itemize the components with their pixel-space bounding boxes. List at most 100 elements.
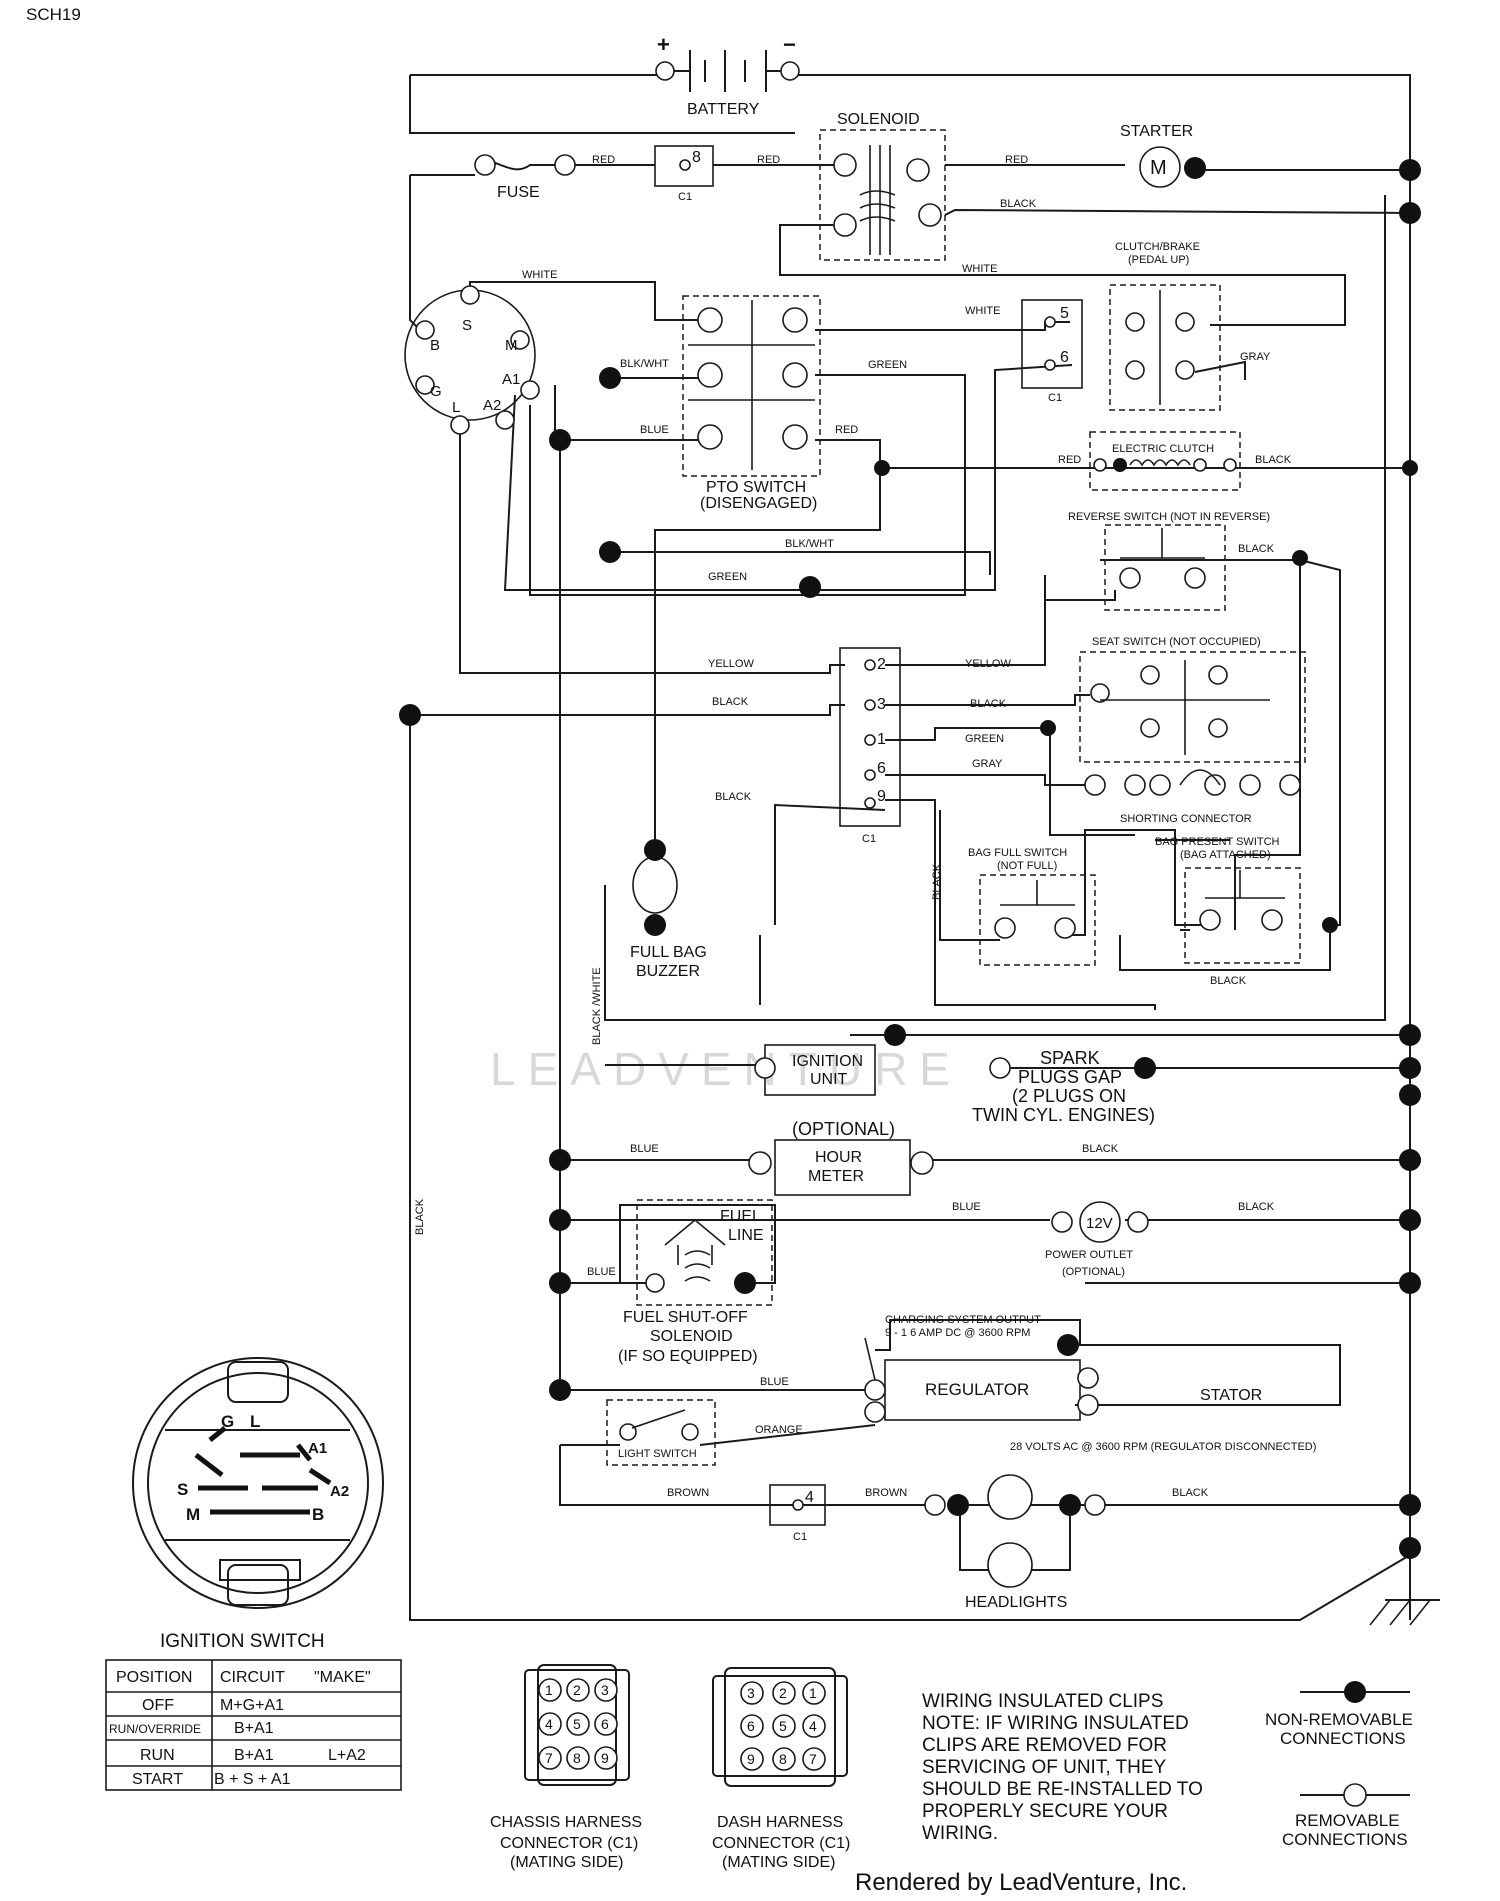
svg-text:GRAY: GRAY (972, 758, 1003, 770)
solenoid: SOLENOID (819, 111, 946, 261)
c1-main-block: 2 3 1 6 9 C1 (839, 647, 901, 845)
svg-text:1: 1 (809, 1685, 817, 1701)
light-switch: LIGHT SWITCH (606, 1399, 716, 1466)
svg-text:RUN/OVERRIDE: RUN/OVERRIDE (109, 1722, 201, 1736)
svg-text:G: G (430, 383, 442, 400)
svg-text:S: S (177, 1480, 188, 1499)
svg-text:YELLOW: YELLOW (965, 658, 1011, 670)
svg-text:B+A1: B+A1 (234, 1747, 274, 1764)
svg-text:(IF SO EQUIPPED): (IF SO EQUIPPED) (618, 1348, 758, 1365)
svg-text:BLACK: BLACK (715, 791, 752, 803)
svg-text:BLUE: BLUE (952, 1201, 981, 1213)
svg-text:IGNITION: IGNITION (792, 1053, 863, 1070)
svg-text:M: M (505, 337, 518, 354)
svg-text:(OPTIONAL): (OPTIONAL) (792, 1119, 895, 1139)
svg-text:1: 1 (877, 731, 886, 748)
svg-text:BLACK: BLACK (970, 698, 1007, 710)
svg-text:BLACK: BLACK (1000, 198, 1037, 210)
fuel-shutoff-solenoid: FUEL LINE FUEL SHUT-OFF SOLENOID (IF SO … (618, 1199, 773, 1365)
page-code: SCH19 (26, 5, 81, 24)
ignition-switch-title: IGNITION SWITCH (160, 1631, 325, 1652)
svg-text:TWIN CYL. ENGINES): TWIN CYL. ENGINES) (972, 1105, 1155, 1125)
svg-text:2: 2 (877, 656, 886, 673)
dash-harness-connector: 3 2 1 6 5 4 9 8 7 DASH HARNESS CONNECTOR… (712, 1667, 850, 1871)
svg-text:LIGHT SWITCH: LIGHT SWITCH (618, 1448, 697, 1460)
svg-text:2: 2 (573, 1682, 581, 1698)
c1-pin4: 4 C1 (769, 1484, 826, 1543)
hour-meter: (OPTIONAL) HOUR METER (748, 1119, 934, 1196)
stator: STATOR 28 VOLTS AC @ 3600 RPM (REGULATOR… (1010, 1387, 1316, 1453)
svg-text:POSITION: POSITION (116, 1669, 192, 1686)
svg-text:BLACK: BLACK (414, 1198, 426, 1235)
svg-text:L: L (452, 399, 460, 416)
svg-text:(MATING SIDE): (MATING SIDE) (722, 1854, 835, 1871)
svg-text:FUEL: FUEL (720, 1208, 761, 1225)
ground-symbol (1369, 1599, 1440, 1626)
bag-full-switch: BAG FULL SWITCH (NOT FULL) (968, 847, 1096, 966)
svg-text:ORANGE: ORANGE (755, 1424, 803, 1436)
svg-text:C1: C1 (1048, 392, 1062, 404)
svg-text:A1: A1 (308, 1440, 327, 1457)
ignition-switch-face: G L A1 S A2 M B IGNITION SWITCH (132, 1357, 384, 1652)
connection-legend: NON-REMOVABLE CONNECTIONS REMOVABLE CONN… (1265, 1681, 1413, 1849)
svg-text:8: 8 (692, 149, 701, 166)
battery-label: BATTERY (687, 101, 760, 118)
svg-text:B+A1: B+A1 (234, 1720, 274, 1737)
svg-text:7: 7 (545, 1750, 553, 1766)
svg-text:GRAY: GRAY (1240, 351, 1271, 363)
starter-label: STARTER (1120, 123, 1193, 140)
svg-text:LINE: LINE (728, 1227, 764, 1244)
svg-text:WIRING INSULATED CLIPS: WIRING INSULATED CLIPS (922, 1691, 1163, 1712)
svg-text:RED: RED (757, 154, 780, 166)
svg-text:SEAT SWITCH (NOT OCCUPIED): SEAT SWITCH (NOT OCCUPIED) (1092, 636, 1261, 648)
svg-text:PROPERLY SECURE YOUR: PROPERLY SECURE YOUR (922, 1801, 1168, 1822)
svg-text:(2 PLUGS ON: (2 PLUGS ON (1012, 1086, 1126, 1106)
svg-text:DASH HARNESS: DASH HARNESS (717, 1814, 843, 1831)
svg-text:HOUR: HOUR (815, 1149, 862, 1166)
reverse-switch: REVERSE SWITCH (NOT IN REVERSE) (1068, 511, 1270, 611)
svg-text:M+G+A1: M+G+A1 (220, 1697, 284, 1714)
svg-text:BAG FULL SWITCH: BAG FULL SWITCH (968, 847, 1067, 859)
bag-present-switch: BAG PRESENT SWITCH (BAG ATTACHED) (1155, 836, 1301, 964)
svg-text:PLUGS GAP: PLUGS GAP (1018, 1067, 1122, 1087)
svg-text:5: 5 (573, 1716, 581, 1732)
pto-switch: PTO SWITCH (DISENGAGED) (682, 295, 821, 512)
svg-text:4: 4 (805, 1489, 814, 1506)
watermark: LEADVENTURE (490, 1043, 962, 1095)
electric-clutch: ELECTRIC CLUTCH (1089, 431, 1241, 491)
svg-text:BLK/WHT: BLK/WHT (785, 538, 834, 550)
svg-text:REGULATOR: REGULATOR (925, 1380, 1029, 1399)
clips-note: WIRING INSULATED CLIPS NOTE: IF WIRING I… (922, 1691, 1203, 1844)
ignition-unit: IGNITION UNIT (754, 1044, 1011, 1096)
svg-text:YELLOW: YELLOW (708, 658, 754, 670)
svg-text:START: START (132, 1771, 183, 1788)
svg-text:B: B (430, 337, 440, 354)
svg-text:A2: A2 (483, 397, 501, 414)
svg-text:9: 9 (877, 788, 886, 805)
svg-text:28 VOLTS AC @ 3600 RPM (REGULA: 28 VOLTS AC @ 3600 RPM (REGULATOR DISCON… (1010, 1441, 1316, 1453)
svg-text:C1: C1 (678, 191, 692, 203)
svg-text:CHASSIS HARNESS: CHASSIS HARNESS (490, 1814, 642, 1831)
ignition-table: POSITION CIRCUIT "MAKE" OFF M+G+A1 RUN/O… (105, 1659, 402, 1791)
svg-text:12V: 12V (1086, 1215, 1113, 1232)
svg-text:3: 3 (877, 696, 886, 713)
svg-text:9 - 1 6 AMP DC @ 3600 RPM: 9 - 1 6 AMP DC @ 3600 RPM (885, 1327, 1030, 1339)
svg-text:(OPTIONAL): (OPTIONAL) (1062, 1266, 1125, 1278)
starter: M STARTER (1120, 123, 1206, 188)
connection-nodes (399, 159, 1421, 1559)
svg-text:CONNECTOR (C1): CONNECTOR (C1) (712, 1835, 850, 1852)
svg-text:3: 3 (601, 1682, 609, 1698)
svg-text:METER: METER (808, 1168, 864, 1185)
svg-text:BROWN: BROWN (667, 1487, 709, 1499)
svg-text:(DISENGAGED): (DISENGAGED) (700, 495, 817, 512)
svg-text:FUEL SHUT-OFF: FUEL SHUT-OFF (623, 1309, 748, 1326)
svg-text:BLACK: BLACK (1238, 1201, 1275, 1213)
svg-text:CIRCUIT: CIRCUIT (220, 1669, 285, 1686)
svg-text:B + S + A1: B + S + A1 (214, 1771, 291, 1788)
clutch-brake-switch: CLUTCH/BRAKE (PEDAL UP) (1109, 241, 1221, 411)
svg-text:CLIPS ARE REMOVED FOR: CLIPS ARE REMOVED FOR (922, 1735, 1167, 1756)
svg-text:CONNECTIONS: CONNECTIONS (1280, 1729, 1406, 1748)
svg-text:(PEDAL UP): (PEDAL UP) (1128, 254, 1189, 266)
svg-text:2: 2 (779, 1685, 787, 1701)
